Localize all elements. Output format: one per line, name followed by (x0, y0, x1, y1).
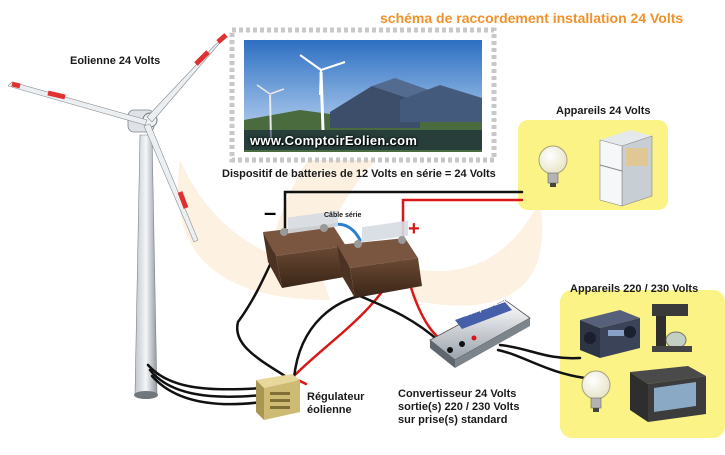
website-watermark: www.ComptoirEolien.com (250, 133, 418, 148)
wind-turbine-icon (7, 33, 228, 399)
wind-turbine-label: Eolienne 24 Volts (70, 55, 161, 67)
tv-icon (630, 366, 706, 422)
diagram-title: schéma de raccordement installation 24 V… (380, 10, 684, 26)
battery-icon (337, 220, 422, 298)
series-cable-label: Câble série (324, 212, 362, 219)
negative-terminal-label: – (264, 200, 277, 225)
appliances-230v-label: Appareils 220 / 230 Volts (570, 283, 699, 295)
converter-label: Convertisseur 24 Volts sortie(s) 220 / 2… (398, 388, 520, 426)
positive-terminal-label: + (408, 218, 420, 240)
inverter-icon (429, 299, 531, 368)
battery-set-label: Dispositif de batteries de 12 Volts en s… (222, 168, 496, 180)
battery-icon (263, 210, 350, 288)
light-bulb-icon (538, 145, 568, 187)
stereo-icon (580, 310, 640, 358)
appliances-24v-label: Appareils 24 Volts (556, 105, 651, 117)
regulator-icon (256, 374, 300, 420)
regulator-label: Régulateur éolienne (307, 391, 365, 416)
light-bulb-icon (581, 370, 611, 412)
photo-stamp-icon (229, 27, 497, 163)
coffee-maker-icon (652, 304, 692, 352)
refrigerator-icon (599, 130, 653, 207)
cables (146, 190, 587, 406)
